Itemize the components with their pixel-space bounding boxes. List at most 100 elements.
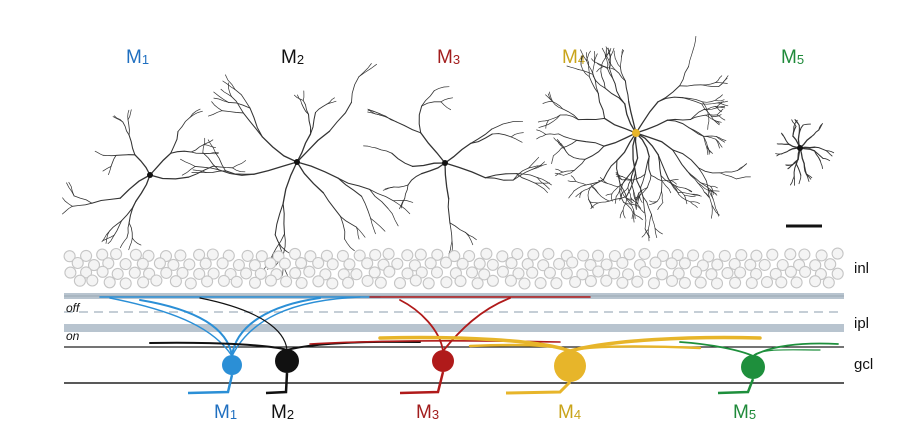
inl-cell xyxy=(161,267,172,278)
bottom-label-m5: M5 xyxy=(733,402,756,423)
inl-cell xyxy=(217,258,228,269)
inl-cell xyxy=(343,277,354,288)
inl-cell xyxy=(712,278,723,289)
dendrite-branch xyxy=(612,187,619,194)
inl-cell xyxy=(799,249,810,260)
dendrite-branch xyxy=(509,122,523,123)
inl-cell xyxy=(832,248,843,259)
neuron-drawing-m5 xyxy=(776,119,834,185)
dendrite-branch xyxy=(95,151,103,155)
dendrite-branch xyxy=(783,144,790,145)
dendrite-branch xyxy=(208,140,215,153)
dendrite-m4 xyxy=(470,345,570,351)
inl-cell xyxy=(457,258,468,269)
dendrite-branch xyxy=(703,136,715,139)
dendrite-branch xyxy=(171,132,178,154)
inl-cell xyxy=(767,249,778,260)
axon-m1 xyxy=(188,375,232,393)
dendrite-branch xyxy=(657,191,662,201)
dendrite-branch xyxy=(592,187,598,193)
dendrite-branch xyxy=(376,148,392,153)
inl-cell xyxy=(487,259,498,270)
inl-cell xyxy=(544,267,555,278)
dendrite-branch xyxy=(233,161,246,168)
inl-cell xyxy=(667,275,678,286)
dendrite-branch xyxy=(716,83,728,84)
dendrite-branch xyxy=(620,57,621,67)
dendrite-branch xyxy=(617,161,621,185)
inl-cell xyxy=(241,268,252,279)
dendrite-branch xyxy=(116,155,135,156)
dendrite-branch xyxy=(150,153,171,175)
dendrite-branch xyxy=(123,122,129,135)
dendrite-branch xyxy=(283,204,284,234)
soma-m4 xyxy=(554,350,586,382)
inl-cell xyxy=(72,258,83,269)
dendrite-branch xyxy=(717,109,723,115)
dendrite-branch xyxy=(72,203,92,206)
dendrite-branch xyxy=(803,124,810,125)
inl-cell xyxy=(281,276,292,287)
svg-text:M4: M4 xyxy=(558,402,581,423)
dendrite-branch xyxy=(720,171,738,173)
dendrite-branch xyxy=(637,205,644,213)
inl-cell xyxy=(816,250,827,261)
inl-cell xyxy=(467,267,478,278)
dendrite-branch xyxy=(662,181,668,188)
inl-cell xyxy=(695,277,706,288)
dendrite-branch xyxy=(561,144,569,155)
dendrite-branch xyxy=(820,161,822,169)
dendrite-branch xyxy=(738,164,747,171)
dendrite-branch xyxy=(612,194,613,201)
inl-cell xyxy=(129,267,140,278)
dendrite-branch xyxy=(607,69,615,84)
dendrite-branch xyxy=(574,159,585,170)
dendrite-branch xyxy=(591,202,598,203)
inl-cell xyxy=(593,250,604,261)
dendrite-branch xyxy=(607,183,618,186)
dendrite-branch xyxy=(92,198,120,203)
inl-cell xyxy=(823,277,834,288)
dendrite-branch xyxy=(553,102,563,109)
dendrite-branch xyxy=(222,111,243,113)
inl-cell xyxy=(207,249,218,260)
bottom-label-m4: M4 xyxy=(558,402,581,423)
dendrite-branch xyxy=(597,66,605,71)
dendrite-branch xyxy=(658,202,663,209)
inl-cell xyxy=(578,250,589,261)
dendrite-branch xyxy=(303,91,304,101)
dendrite-branch xyxy=(422,91,435,106)
dendrite-branch xyxy=(680,85,702,86)
dendrite-branch xyxy=(705,115,717,116)
dendrite-branch xyxy=(703,100,716,102)
dendrite-branch xyxy=(648,215,651,230)
inl-cell xyxy=(639,248,650,259)
neuron-soma-dot xyxy=(442,160,448,166)
dendrite-branch xyxy=(708,117,709,130)
dendrite-branch xyxy=(671,180,678,181)
dendrite-branch xyxy=(655,228,662,234)
dendrite-branch xyxy=(651,175,662,180)
svg-text:M1: M1 xyxy=(214,402,237,423)
dendrite-branch xyxy=(604,161,617,180)
dendrite-branch xyxy=(113,117,123,122)
dendrite-branch xyxy=(576,181,587,185)
inl-cell xyxy=(218,275,229,286)
dendrite-branch xyxy=(345,239,355,251)
dendrite-branch xyxy=(108,235,114,243)
dendrite-branch xyxy=(129,201,136,223)
inl-cell xyxy=(242,250,253,261)
neuron-soma-dot xyxy=(797,145,803,151)
dendrite-branch xyxy=(396,122,421,133)
dendrite-branch xyxy=(368,109,380,115)
dendrite-branch xyxy=(556,169,563,172)
inl-cell xyxy=(719,250,730,261)
dendrite-branch xyxy=(63,198,73,207)
inl-cell xyxy=(691,266,702,277)
inl-cell xyxy=(650,257,661,268)
inl-cell xyxy=(800,266,811,277)
inl-cell xyxy=(551,278,562,289)
dendrite-branch xyxy=(441,102,451,110)
inl-cell xyxy=(759,259,770,270)
dendrite-branch xyxy=(120,238,127,248)
